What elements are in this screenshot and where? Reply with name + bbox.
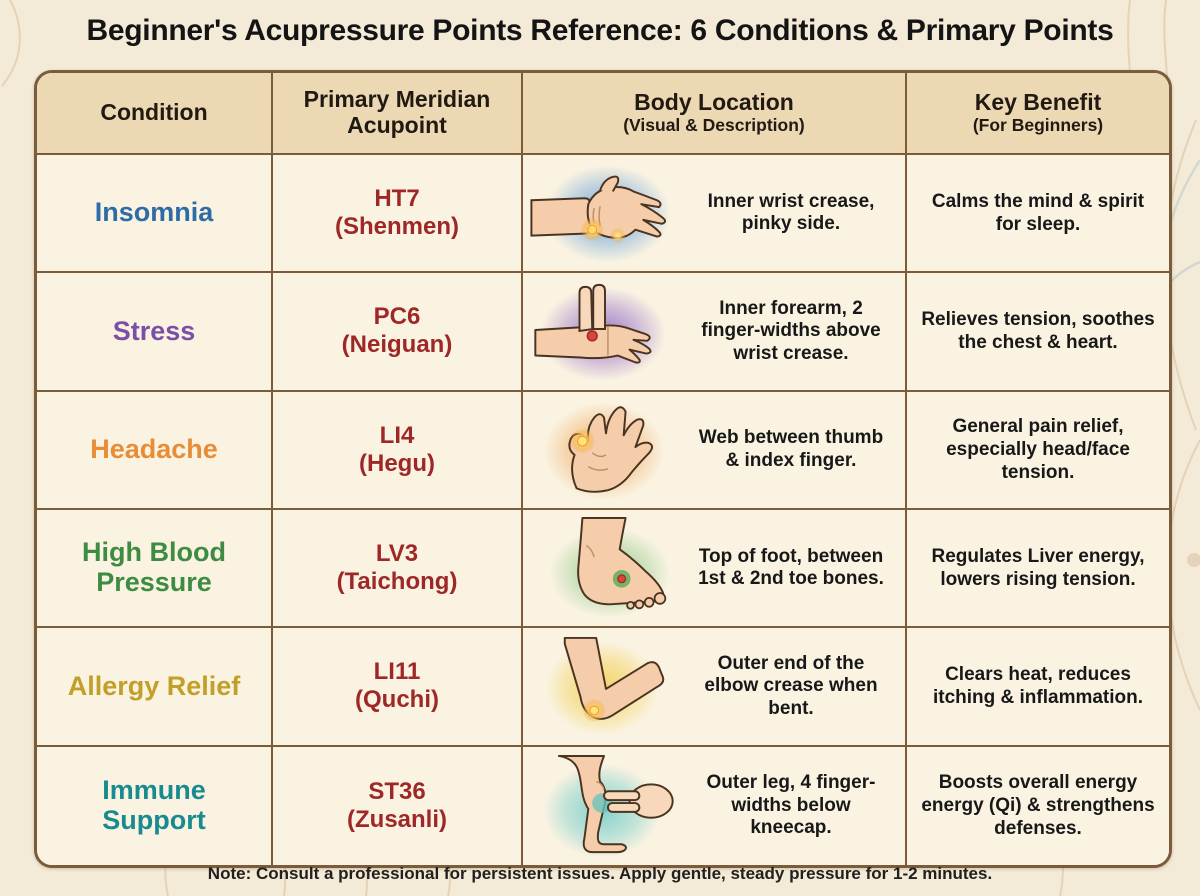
row-stress-condition: Stress — [37, 273, 273, 392]
row-insomnia-location: Inner wrist crease, pinky side. — [523, 155, 907, 274]
header-key-benefit: Key Benefit (For Beginners) — [907, 73, 1169, 155]
acupressure-reference-table: Condition Primary Meridian Acupoint Body… — [34, 70, 1172, 868]
fingers-pressing-forearm-illustration — [529, 279, 681, 383]
row-headache-acupoint: LI4 (Hegu) — [273, 391, 523, 510]
row-hbp-condition: High Blood Pressure — [37, 510, 273, 629]
header-condition: Condition — [37, 73, 273, 155]
row-insomnia-acupoint: HT7 (Shenmen) — [273, 155, 523, 274]
row-hbp-acupoint: LV3 (Taichong) — [273, 510, 523, 629]
page-title: Beginner's Acupressure Points Reference:… — [86, 14, 1114, 47]
top-of-foot-illustration — [529, 516, 681, 620]
bent-elbow-crease-illustration — [529, 634, 681, 738]
row-immune-acupoint: ST36 (Zusanli) — [273, 746, 523, 865]
row-headache-condition: Headache — [37, 391, 273, 510]
row-stress-acupoint: PC6 (Neiguan) — [273, 273, 523, 392]
hand-inner-wrist-illustration — [529, 161, 681, 265]
row-allergy-location: Outer end of the elbow crease when bent. — [523, 628, 907, 747]
row-stress-benefit: Relieves tension, soothes the chest & he… — [907, 273, 1169, 392]
row-insomnia-benefit: Calms the mind & spirit for sleep. — [907, 155, 1169, 274]
row-allergy-benefit: Clears heat, reduces itching & inflammat… — [907, 628, 1169, 747]
header-acupoint: Primary Meridian Acupoint — [273, 73, 523, 155]
footer-note: Note: Consult a professional for persist… — [207, 864, 993, 883]
row-allergy-condition: Allergy Relief — [37, 628, 273, 747]
row-headache-benefit: General pain relief, especially head/fac… — [907, 391, 1169, 510]
row-insomnia-condition: Insomnia — [37, 155, 273, 274]
leg-below-kneecap-illustration — [529, 754, 681, 858]
row-hbp-location: Top of foot, between 1st & 2nd toe bones… — [523, 510, 907, 629]
header-body-location: Body Location (Visual & Description) — [523, 73, 907, 155]
row-immune-location: Outer leg, 4 finger-widths below kneecap… — [523, 746, 907, 865]
row-headache-location: Web between thumb & index finger. — [523, 391, 907, 510]
row-stress-location: Inner forearm, 2 finger-widths above wri… — [523, 273, 907, 392]
open-hand-thumb-web-illustration — [529, 398, 681, 502]
row-immune-benefit: Boosts overall energy energy (Qi) & stre… — [907, 746, 1169, 865]
row-immune-condition: Immune Support — [37, 746, 273, 865]
row-hbp-benefit: Regulates Liver energy, lowers rising te… — [907, 510, 1169, 629]
row-allergy-acupoint: LI11 (Quchi) — [273, 628, 523, 747]
